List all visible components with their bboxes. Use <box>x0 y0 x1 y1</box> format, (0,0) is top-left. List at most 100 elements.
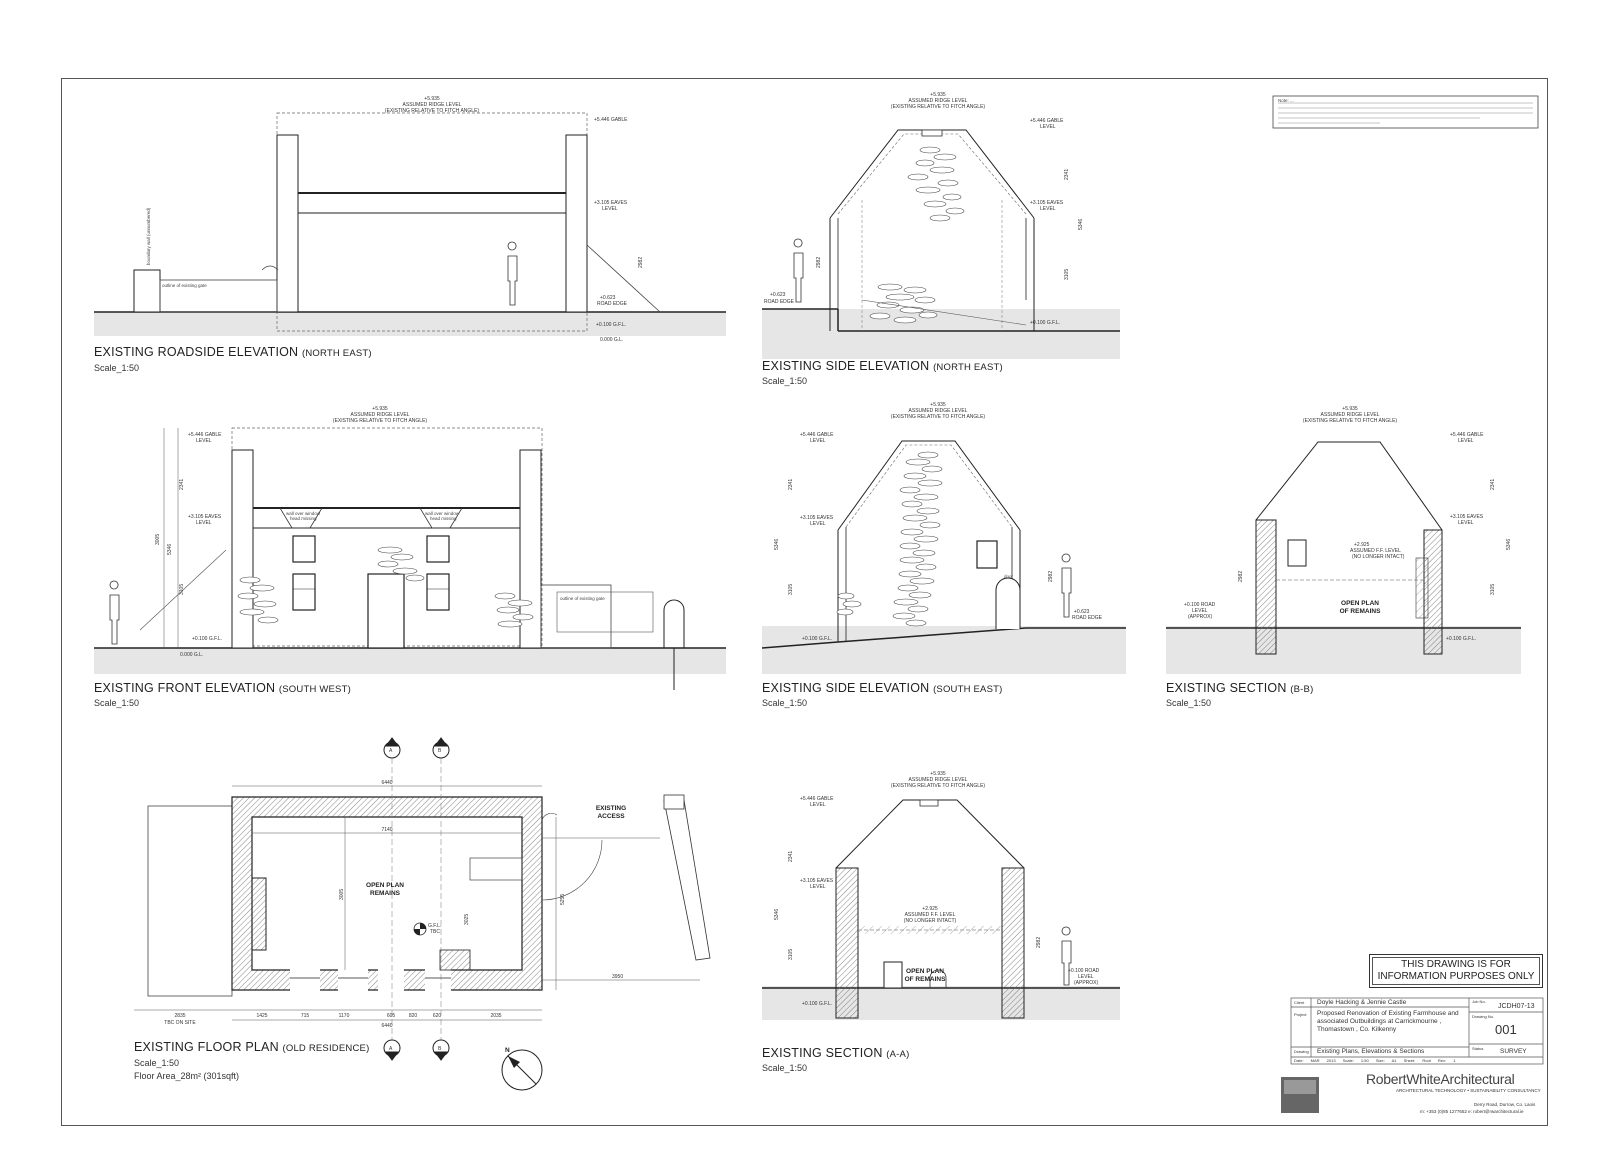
company-name: RobertWhiteArchitectural <box>1366 1071 1515 1087</box>
side-ne-gable2: LEVEL <box>1040 124 1056 130</box>
side-ne-road2: ROAD EDGE <box>764 299 795 305</box>
notes-box: Note: ... <box>1272 95 1539 129</box>
outline-gate-note: outline of existing gate <box>162 283 207 288</box>
section-bb-title: EXISTING SECTION (B-B) <box>1166 681 1314 695</box>
bb-gfl: +0.100 G.F.L. <box>1446 636 1476 642</box>
bb-ff-label: ASSUMED F.F. LEVEL <box>1350 548 1401 554</box>
bb-ridge-label: ASSUMED RIDGE LEVEL <box>1321 412 1380 418</box>
information-disclaimer: THIS DRAWING IS FOR INFORMATION PURPOSES… <box>1369 954 1543 988</box>
tb-drawing-no-label: Drawing No. <box>1472 1014 1495 1019</box>
plan-marker-b-bottom: B <box>438 1046 442 1052</box>
plan-bottom-total: 6440 <box>381 1023 392 1029</box>
front-elevation: wall over window head missing wall over … <box>94 406 726 690</box>
floor-plan-area: Floor Area_28m² (301sqft) <box>134 1071 240 1081</box>
section-aa: +2.925 ASSUMED F.F. LEVEL (NO LONGER INT… <box>762 771 1120 1020</box>
company-contact: m: +353 (0)85 1277652 e: robert@rwarchit… <box>1420 1109 1524 1114</box>
plan-marker-a-top: A <box>389 748 393 754</box>
side-se-scale: Scale_1:50 <box>762 698 808 708</box>
front-wall-over-2: wall over window <box>425 511 460 516</box>
aa-dim-2982: 2982 <box>1036 937 1042 948</box>
aa-road: +0.100 ROAD <box>1068 968 1100 974</box>
bb-approx: (APPROX) <box>1188 614 1213 620</box>
roadside-gl: 0.000 G.L. <box>600 337 623 343</box>
roadside-eaves-level2: LEVEL <box>602 206 618 212</box>
bb-dim-2341: 2341 <box>1490 479 1496 490</box>
side-ne-gable: +5.446 GABLE <box>1030 118 1064 124</box>
front-gable2: LEVEL <box>196 438 212 444</box>
roadside-ridge-note: (EXISTING RELATIVE TO FITCH ANGLE) <box>385 108 480 114</box>
plan-bottom-dim-3: 1170 <box>339 1013 350 1019</box>
side-ne-gfl: +0.100 G.F.L. <box>1030 320 1060 326</box>
front-dim-5346: 5346 <box>167 544 173 555</box>
plan-dim-overall: 6440 <box>381 780 392 786</box>
notes-text: Note: ... <box>1278 98 1294 103</box>
tb-project: Proposed Renovation of Existing Farmhous… <box>1317 1010 1459 1033</box>
plan-dim-depth: 3005 <box>339 889 345 900</box>
aa-ridge-note: (EXISTING RELATIVE TO FITCH ANGLE) <box>891 783 986 789</box>
tb-job-label: Job No. <box>1472 999 1486 1004</box>
bb-open-plan: OPEN PLAN <box>1341 600 1379 607</box>
roadside-ridge-label: ASSUMED RIDGE LEVEL <box>403 102 462 108</box>
aa-gable2: LEVEL <box>810 802 826 808</box>
bb-ff-level: +2.925 <box>1354 542 1370 548</box>
section-bb-scale: Scale_1:50 <box>1166 698 1212 708</box>
roadside-scale: Scale_1:50 <box>94 363 140 373</box>
aa-ridge-label: ASSUMED RIDGE LEVEL <box>909 777 968 783</box>
bb-ff-note: (NO LONGER INTACT) <box>1352 554 1405 560</box>
front-gl: 0.000 G.L. <box>180 652 203 658</box>
side-elevation-se: door +5.935 ASSUMED RIDGE LEVEL (EXISTIN… <box>761 402 1126 674</box>
side-se-dim-2341: 2341 <box>788 479 794 490</box>
disclaimer-line-2: INFORMATION PURPOSES ONLY <box>1377 971 1535 982</box>
plan-bottom-dim-4: 605 <box>387 1013 396 1019</box>
side-ne-eaves: +3.105 EAVES <box>1030 200 1064 206</box>
aa-dim-3105: 3105 <box>788 949 794 960</box>
side-ne-eaves2: LEVEL <box>1040 206 1056 212</box>
plan-marker-b-top: B <box>438 748 442 754</box>
side-ne-ridge-label: ASSUMED RIDGE LEVEL <box>909 98 968 104</box>
front-wall-over-1: wall over window <box>286 511 321 516</box>
floor-plan-title: EXISTING FLOOR PLAN (OLD RESIDENCE) <box>134 1040 370 1054</box>
roadside-road-edge: ROAD EDGE <box>597 301 628 307</box>
title-block-frame <box>1290 997 1544 1065</box>
tb-drawing-label: Drawing <box>1294 1049 1309 1054</box>
side-se-gable2: LEVEL <box>810 438 826 444</box>
aa-dim-5346: 5346 <box>774 909 780 920</box>
front-ridge-level: +5.935 <box>372 406 388 412</box>
front-eaves2: LEVEL <box>196 520 212 526</box>
side-ne-scale: Scale_1:50 <box>762 376 808 386</box>
roadside-eaves-level: +3.105 EAVES <box>594 200 628 206</box>
aa-open-plan: OPEN PLAN <box>906 968 944 975</box>
front-outline-gate: outline of existing gate <box>560 596 605 601</box>
tb-drawing-no: 001 <box>1495 1022 1517 1037</box>
side-se-gfl: +0.100 G.F.L. <box>802 636 832 642</box>
floor-plan: A B A B G.F.L. TBC OPEN PLAN REMAINS EXI… <box>134 737 711 1091</box>
roadside-gfl: +0.100 G.F.L. <box>596 322 626 328</box>
side-ne-dim-2341: 2341 <box>1064 169 1070 180</box>
aa-dim-2341: 2341 <box>788 851 794 862</box>
side-ne-road: +0.623 <box>770 292 786 298</box>
front-title: EXISTING FRONT ELEVATION (SOUTH WEST) <box>94 681 351 695</box>
aa-gable: +5.446 GABLE <box>800 796 834 802</box>
bb-road2: LEVEL <box>1192 608 1208 614</box>
plan-dim-3025: 3025 <box>464 914 470 925</box>
boundary-wall-note: boundary wall (unnumbered) <box>146 207 151 265</box>
aa-ff-level: +2.925 <box>922 906 938 912</box>
side-se-road2: ROAD EDGE <box>1072 615 1103 621</box>
company-tagline: ARCHITECTURAL TECHNOLOGY • SUSTAINABILIT… <box>1396 1088 1541 1093</box>
bb-ridge-level: +5.935 <box>1342 406 1358 412</box>
floor-plan-scale: Scale_1:50 <box>134 1058 180 1068</box>
side-se-road: +0.623 <box>1074 609 1090 615</box>
front-dim-3005: 3005 <box>155 534 161 545</box>
front-head-missing-2: head missing <box>430 516 457 521</box>
side-ne-dim-2982: 2982 <box>816 257 822 268</box>
plan-bottom-dim-6: 620 <box>433 1013 442 1019</box>
bb-dim-5346: 5346 <box>1506 539 1512 550</box>
plan-bottom-dim-1: 1425 <box>256 1013 267 1019</box>
side-se-eaves2: LEVEL <box>810 521 826 527</box>
front-dim-3105: 3105 <box>179 584 185 595</box>
aa-ridge-level: +5.935 <box>930 771 946 777</box>
tb-job-no: JCDH07-13 <box>1498 1003 1535 1010</box>
side-se-eaves: +3.105 EAVES <box>800 515 834 521</box>
plan-open-plan: OPEN PLAN <box>366 882 404 889</box>
